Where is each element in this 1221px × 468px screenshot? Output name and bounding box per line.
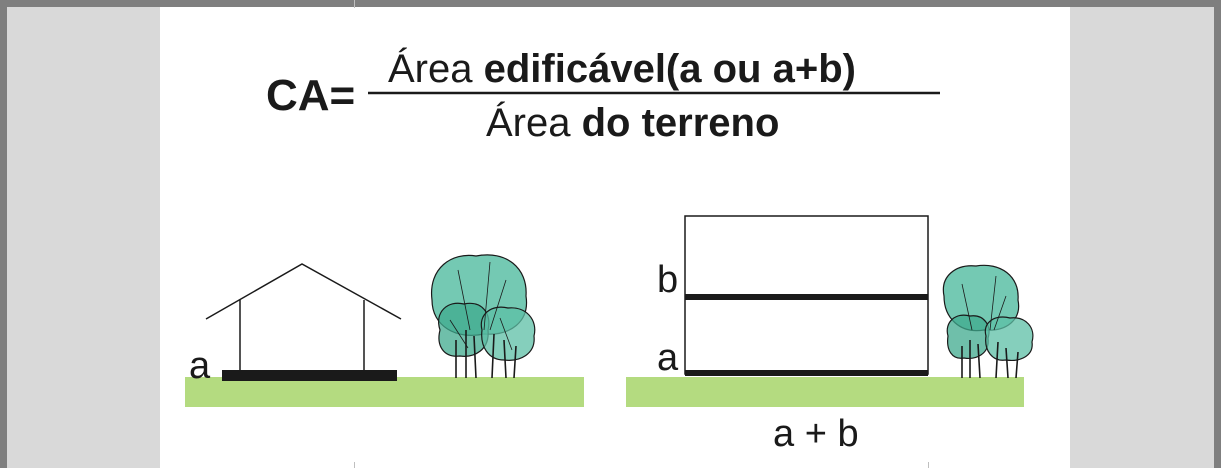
ground-left [185, 377, 584, 407]
ground-right [626, 377, 1024, 407]
floor-slab-b [685, 294, 928, 300]
floor-label-a-right: a [657, 337, 679, 379]
formula: CA= Área edificável(a ou a+b) Área do te… [266, 46, 940, 145]
formula-lhs: CA= [266, 71, 355, 120]
edge-line [928, 462, 929, 468]
formula-numerator: Área edificável(a ou a+b) [388, 46, 856, 91]
formula-denominator: Área do terreno [486, 100, 779, 145]
trees-left [431, 254, 536, 379]
floor-label-a: a [189, 345, 211, 387]
left-scene: a [185, 254, 584, 407]
house-roof [205, 263, 402, 320]
total-label: a + b [773, 413, 859, 455]
trees-right [942, 264, 1034, 379]
floor-slab-a [222, 370, 397, 381]
right-scene: b a a + b [626, 215, 1034, 455]
floor-slab-a-right [685, 370, 928, 376]
edge-line [354, 462, 355, 468]
edge-line [354, 0, 355, 8]
floor-label-b: b [657, 259, 678, 301]
